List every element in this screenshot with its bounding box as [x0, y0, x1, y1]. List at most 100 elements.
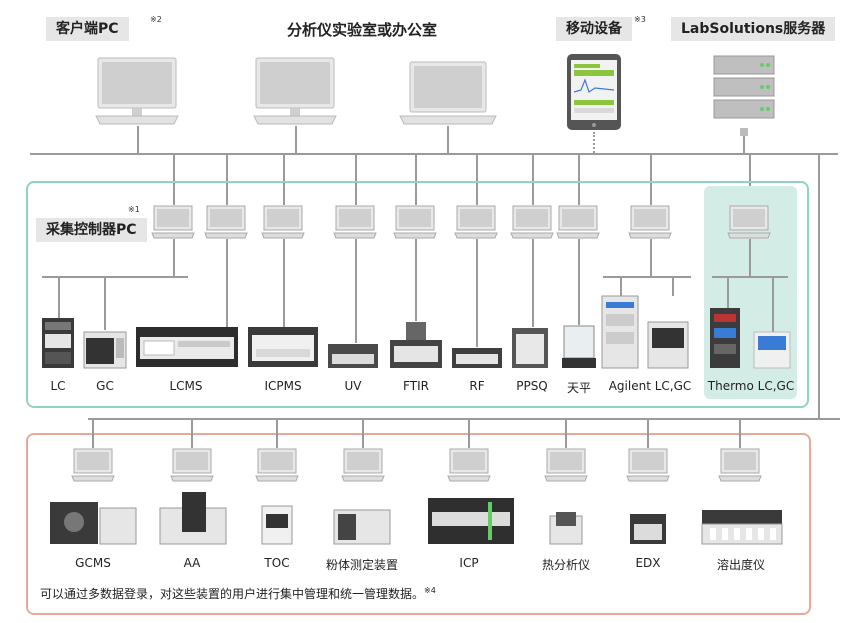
- label-toc: TOC: [264, 556, 290, 570]
- branch-line: [226, 239, 228, 327]
- bottom-network-bus: [88, 418, 840, 420]
- drop-line: [476, 155, 478, 205]
- controller-pc-icon: [261, 205, 305, 239]
- drop-line: [362, 418, 364, 448]
- branch-line: [58, 276, 60, 318]
- toc-instrument-icon: [261, 505, 293, 545]
- server-rack-icon: [713, 55, 775, 136]
- branch-line: [727, 276, 729, 310]
- server-connector: [743, 136, 745, 153]
- lc-instrument-icon: [42, 318, 74, 368]
- controller-pc-icon: [151, 205, 195, 239]
- label-edx: EDX: [635, 556, 661, 570]
- label-uv: UV: [344, 379, 362, 393]
- client-connector: [137, 126, 139, 153]
- thermal-instrument-icon: [549, 512, 583, 545]
- workstation-pc-icon: [447, 448, 491, 482]
- mobile-device-label: 移动设备: [556, 17, 632, 41]
- workstation-pc-icon: [626, 448, 670, 482]
- client-pc-label: 客户端PC: [46, 17, 129, 41]
- label-icpms: ICPMS: [264, 379, 302, 393]
- powder-instrument-icon: [333, 509, 391, 545]
- branch-line: [104, 276, 106, 330]
- drop-line: [532, 155, 534, 205]
- lcms-instrument-icon: [136, 327, 238, 367]
- controller-pc-footnote: ※1: [128, 205, 140, 214]
- drop-line: [283, 155, 285, 205]
- controller-pc-icon: [454, 205, 498, 239]
- thermo-instrument-icon: [710, 308, 791, 369]
- branch-line: [42, 276, 188, 278]
- footer-text: 可以通过多数据登录，对这些装置的用户进行集中管理和统一管理数据。: [40, 587, 425, 601]
- label-rf: RF: [469, 379, 485, 393]
- ftir-instrument-icon: [390, 322, 442, 368]
- dissolution-instrument-icon: [701, 510, 783, 545]
- footer-description: 可以通过多数据登录，对这些装置的用户进行集中管理和统一管理数据。※4: [40, 585, 436, 602]
- drop-line: [578, 155, 580, 205]
- drop-line: [749, 155, 751, 205]
- label-icp: ICP: [459, 556, 479, 570]
- controller-pc-icon: [393, 205, 437, 239]
- label-ftir: FTIR: [403, 379, 429, 393]
- top-network-bus: [30, 153, 838, 155]
- mobile-connector: [593, 132, 595, 153]
- branch-line: [283, 239, 285, 327]
- drop-line: [565, 418, 567, 448]
- lab-office-title: 分析仪实验室或办公室: [287, 21, 438, 39]
- branch-line: [772, 276, 774, 332]
- workstation-pc-icon: [544, 448, 588, 482]
- label-balance: 天平: [566, 381, 591, 395]
- edx-instrument-icon: [630, 514, 666, 544]
- label-lc: LC: [50, 379, 66, 393]
- gcms-instrument-icon: [50, 502, 137, 545]
- mobile-tablet-icon: [567, 54, 621, 130]
- drop-line: [191, 418, 193, 448]
- controller-pc-icon: [510, 205, 554, 239]
- controller-pc-icon: [333, 205, 377, 239]
- drop-line: [647, 418, 649, 448]
- drop-line: [468, 418, 470, 448]
- branch-line: [173, 239, 175, 277]
- label-aa: AA: [183, 556, 201, 570]
- client-pc-footnote: ※2: [150, 15, 162, 24]
- rf-instrument-icon: [452, 348, 502, 368]
- multi-data-login-group-box: [26, 433, 811, 615]
- branch-line: [603, 276, 691, 278]
- office-connector: [295, 126, 297, 153]
- laptop-connector: [447, 126, 449, 153]
- footer-footnote: ※4: [424, 586, 436, 595]
- label-thermo: Thermo LC,GC: [707, 379, 795, 393]
- branch-line: [355, 239, 357, 343]
- branch-line: [620, 276, 622, 296]
- label-thermal: 热分析仪: [541, 558, 590, 572]
- laptop-icon: [399, 61, 497, 125]
- branch-line: [415, 239, 417, 321]
- drop-line: [650, 155, 652, 205]
- branch-line: [476, 239, 478, 347]
- label-powder: 粉体测定装置: [325, 558, 398, 572]
- ppsq-instrument-icon: [512, 328, 548, 368]
- controller-pc-label: 采集控制器PC: [36, 218, 147, 242]
- mobile-device-footnote: ※3: [634, 15, 646, 24]
- workstation-pc-icon: [255, 448, 299, 482]
- balance-instrument-icon: [562, 325, 596, 368]
- branch-line: [650, 239, 652, 277]
- drop-line: [739, 418, 741, 448]
- branch-line: [532, 239, 534, 327]
- label-gc: GC: [96, 379, 114, 393]
- branch-line: [578, 239, 580, 325]
- branch-line: [672, 276, 674, 296]
- workstation-pc-icon: [170, 448, 214, 482]
- label-gcms: GCMS: [75, 556, 111, 570]
- client-monitor-icon: [95, 57, 179, 125]
- agilent-instrument-icon: [601, 295, 689, 369]
- right-riser: [818, 153, 820, 418]
- controller-pc-icon: [204, 205, 248, 239]
- server-label: LabSolutions服务器: [671, 17, 836, 41]
- drop-line: [226, 155, 228, 205]
- drop-line: [415, 155, 417, 205]
- branch-line: [712, 276, 788, 278]
- workstation-pc-icon: [71, 448, 115, 482]
- drop-line: [92, 418, 94, 448]
- controller-pc-icon: [556, 205, 600, 239]
